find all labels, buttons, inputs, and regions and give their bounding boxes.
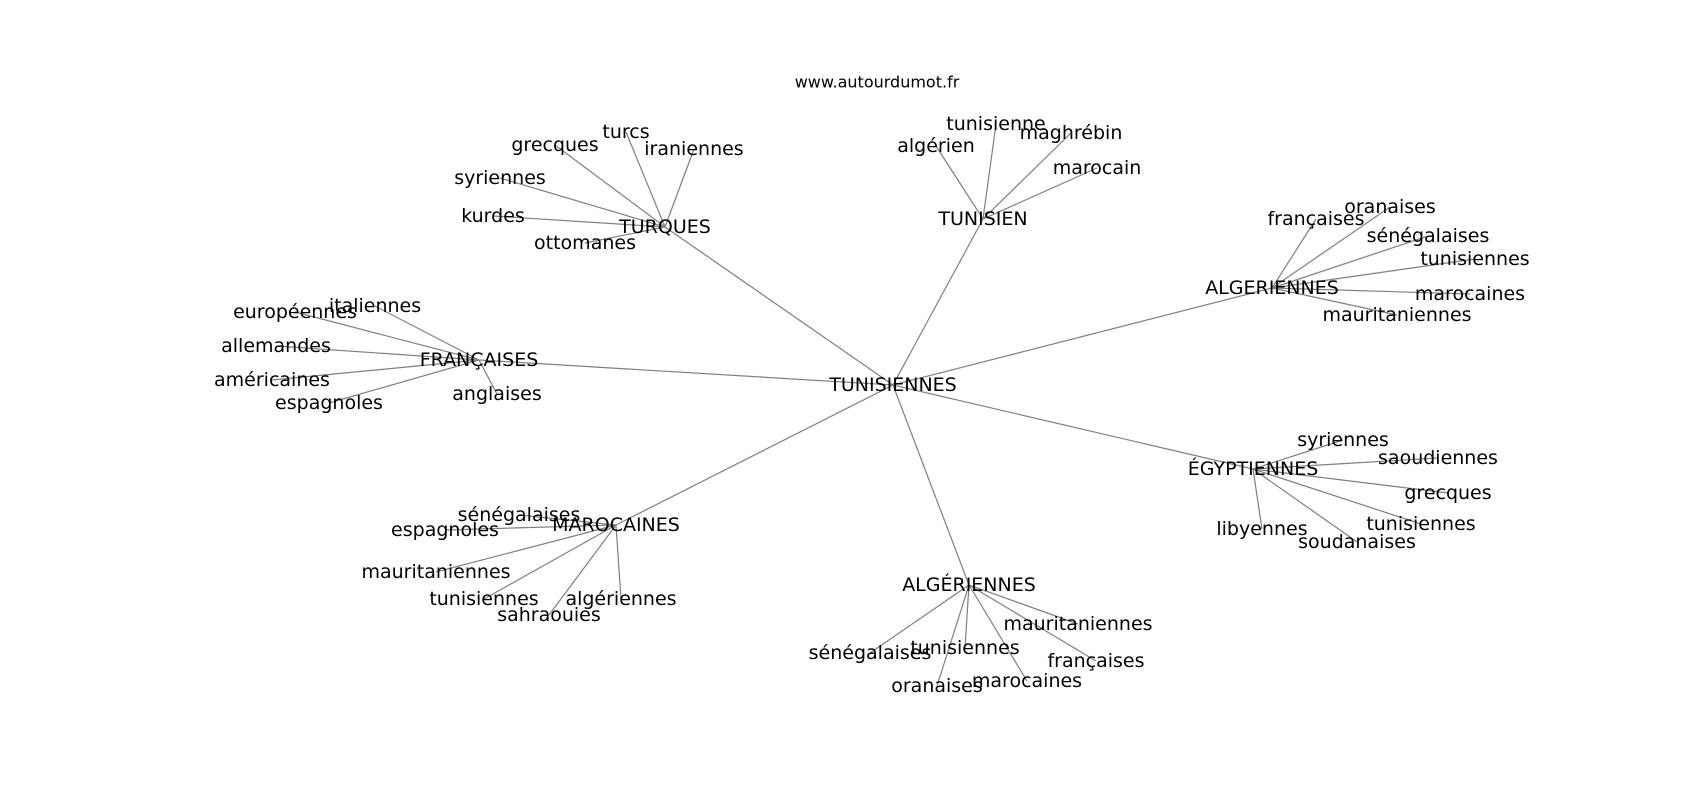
edge-turques-to-kurdes	[492, 215, 666, 228]
leaf-node-francaises-allemandes[interactable]: allemandes	[221, 335, 331, 357]
leaf-node-algeriennes-caps-mauritaniennes[interactable]: mauritaniennes	[1322, 304, 1471, 326]
edge-marocaines-to-espagnoles	[444, 524, 617, 531]
edge-center-to-tunisien	[892, 218, 984, 386]
leaf-node-tunisien-tunisienne[interactable]: tunisienne	[946, 113, 1045, 135]
leaf-node-algeriennes-accent-francaises[interactable]: françaises	[1047, 650, 1144, 672]
leaf-node-egyptiennes-syriennes[interactable]: syriennes	[1297, 429, 1389, 451]
edge-turques-to-syriennes	[499, 177, 666, 228]
leaf-node-marocaines-espagnoles[interactable]: espagnoles	[391, 519, 499, 541]
hub-node-marocaines[interactable]: MAROCAINES	[552, 514, 680, 536]
edge-center-to-francaises	[478, 359, 894, 386]
leaf-node-egyptiennes-saoudiennes[interactable]: saoudiennes	[1378, 447, 1498, 469]
leaf-node-marocaines-senegalaises[interactable]: sénégalaises	[458, 504, 581, 526]
hub-node-turques[interactable]: TURQUES	[618, 216, 711, 238]
leaf-node-egyptiennes-soudanaises[interactable]: soudanaises	[1298, 531, 1416, 553]
edge-turques-to-ottomanes	[584, 226, 666, 244]
leaf-node-algeriennes-caps-tunisiennes[interactable]: tunisiennes	[1420, 248, 1529, 270]
edge-algeriennes-caps-to-oranaises	[1271, 206, 1391, 289]
leaf-node-marocaines-algeriennes[interactable]: algériennes	[565, 588, 676, 610]
edge-francaises-to-americaines	[271, 359, 480, 381]
edge-algeriennes-accent-to-marocaines	[968, 584, 1028, 682]
leaf-node-egyptiennes-grecques[interactable]: grecques	[1404, 482, 1491, 504]
leaf-node-turques-turcs[interactable]: turcs	[602, 121, 649, 143]
edge-algeriennes-accent-to-senegalaises	[869, 584, 970, 654]
leaf-node-turques-kurdes[interactable]: kurdes	[461, 205, 525, 227]
edge-francaises-to-anglaises	[478, 359, 498, 395]
edges-layer	[271, 123, 1476, 687]
edge-algeriennes-caps-to-tunisiennes	[1271, 258, 1476, 289]
leaf-node-egyptiennes-tunisiennes[interactable]: tunisiennes	[1366, 513, 1475, 535]
edge-algeriennes-accent-to-francaises	[968, 584, 1097, 662]
leaf-node-francaises-europeennes[interactable]: européennes	[233, 301, 357, 323]
leaf-node-francaises-italiennes[interactable]: italiennes	[329, 295, 421, 317]
edge-francaises-to-europeennes	[294, 311, 480, 361]
hub-node-algeriennes-accent[interactable]: ALGÉRIENNES	[902, 573, 1036, 596]
edge-francaises-to-espagnoles	[328, 359, 480, 404]
leaf-node-marocaines-sahraouies[interactable]: sahraouies	[497, 604, 601, 626]
edge-marocaines-to-mauritaniennes	[435, 524, 617, 573]
leaf-node-marocaines-mauritaniennes[interactable]: mauritaniennes	[361, 561, 510, 583]
edge-tunisien-to-maghrebin	[982, 132, 1072, 220]
leaf-node-algeriennes-caps-oranaises[interactable]: oranaises	[1344, 196, 1436, 218]
leaf-node-turques-grecques[interactable]: grecques	[511, 134, 598, 156]
leaf-node-algeriennes-accent-senegalaises[interactable]: sénégalaises	[809, 642, 932, 664]
edge-egyptiennes-to-saoudiennes	[1252, 457, 1439, 470]
edge-tunisien-to-marocain	[982, 167, 1098, 220]
leaf-node-algeriennes-caps-senegalaises[interactable]: sénégalaises	[1367, 225, 1490, 247]
edge-algeriennes-accent-to-oranaises	[936, 584, 970, 687]
edge-marocaines-to-sahraouies	[548, 524, 617, 616]
leaf-node-algeriennes-accent-tunisiennes[interactable]: tunisiennes	[910, 637, 1019, 659]
hub-node-algeriennes-caps[interactable]: ALGERIENNES	[1205, 277, 1339, 299]
edge-francaises-to-allemandes	[275, 345, 480, 361]
leaf-node-turques-ottomanes[interactable]: ottomanes	[534, 232, 636, 254]
edge-algeriennes-caps-to-mauritaniennes	[1271, 287, 1398, 316]
leaf-node-tunisien-maghrebin[interactable]: maghrébin	[1020, 122, 1123, 144]
edge-marocaines-to-algeriennes	[615, 524, 622, 600]
edge-center-to-egyptiennes	[892, 384, 1254, 470]
leaf-node-turques-syriennes[interactable]: syriennes	[454, 167, 546, 189]
leaf-node-algeriennes-accent-mauritaniennes[interactable]: mauritaniennes	[1003, 613, 1152, 635]
hub-node-egyptiennes[interactable]: ÉGYPTIENNES	[1188, 457, 1319, 480]
leaf-node-francaises-anglaises[interactable]: anglaises	[452, 383, 541, 405]
hub-node-tunisien[interactable]: TUNISIEN	[937, 208, 1027, 230]
edge-turques-to-grecques	[554, 144, 666, 228]
hub-node-francaises[interactable]: FRANÇAISES	[420, 349, 539, 371]
leaf-node-algeriennes-caps-francaises[interactable]: françaises	[1267, 208, 1364, 230]
edge-center-to-turques	[664, 226, 894, 386]
edge-algeriennes-caps-to-senegalaises	[1271, 235, 1429, 289]
edge-marocaines-to-senegalaises	[518, 514, 617, 526]
edge-algeriennes-accent-to-mauritaniennes	[968, 584, 1079, 625]
leaf-node-turques-iraniennes[interactable]: iraniennes	[644, 138, 743, 160]
edge-marocaines-to-tunisiennes	[483, 524, 617, 600]
edge-center-to-algeriennes-caps	[892, 287, 1273, 386]
leaf-node-algeriennes-caps-marocaines[interactable]: marocaines	[1415, 283, 1525, 305]
edge-francaises-to-italiennes	[374, 305, 480, 361]
leaf-node-algeriennes-accent-oranaises[interactable]: oranaises	[891, 675, 983, 697]
edge-egyptiennes-to-grecques	[1252, 468, 1449, 494]
leaf-node-marocaines-tunisiennes[interactable]: tunisiennes	[429, 588, 538, 610]
leaf-node-francaises-espagnoles[interactable]: espagnoles	[275, 392, 383, 414]
leaf-node-algeriennes-accent-marocaines[interactable]: marocaines	[972, 670, 1082, 692]
edge-center-to-algeriennes-accent	[892, 384, 970, 586]
edge-egyptiennes-to-soudanaises	[1252, 468, 1358, 543]
edge-turques-to-iraniennes	[664, 148, 695, 228]
edge-center-to-marocaines	[615, 384, 894, 526]
center-node-label[interactable]: TUNISIENNES	[828, 374, 957, 396]
edge-algeriennes-caps-to-marocaines	[1271, 287, 1471, 295]
edge-tunisien-to-algerien	[935, 145, 984, 220]
edge-egyptiennes-to-syriennes	[1252, 439, 1344, 470]
site-url: www.autourdumot.fr	[795, 73, 960, 92]
edge-tunisien-to-tunisienne	[982, 123, 997, 220]
edge-turques-to-turcs	[625, 131, 666, 228]
edge-egyptiennes-to-libyennes	[1252, 468, 1263, 530]
leaf-node-tunisien-marocain[interactable]: marocain	[1053, 157, 1142, 179]
leaf-node-egyptiennes-libyennes[interactable]: libyennes	[1216, 518, 1307, 540]
edge-algeriennes-accent-to-tunisiennes	[964, 584, 970, 649]
leaf-node-francaises-americaines[interactable]: américaines	[214, 369, 330, 391]
leaf-node-tunisien-algerien[interactable]: algérien	[897, 135, 975, 157]
edge-algeriennes-caps-to-francaises	[1271, 218, 1317, 289]
edge-egyptiennes-to-tunisiennes	[1252, 468, 1422, 525]
